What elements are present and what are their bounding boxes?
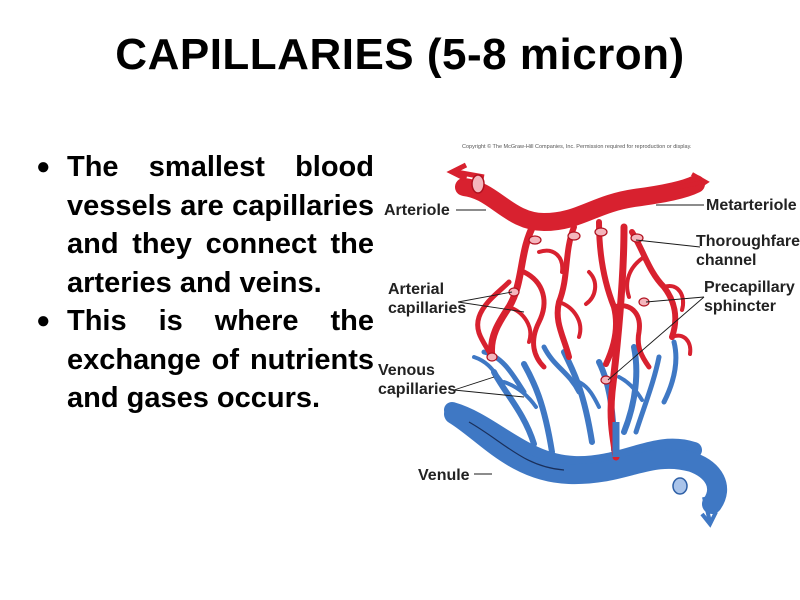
bullet-text: The smallest blood vessels are capillari…: [67, 151, 374, 299]
venule-vessel: [444, 404, 728, 514]
label-metarteriole: Metarteriole: [706, 197, 797, 214]
arteriole-vessel: [455, 175, 705, 232]
label-venous: Venous: [378, 362, 435, 379]
arterial-network: [475, 219, 693, 370]
label-venule: Venule: [418, 467, 470, 484]
arteriole-arrowhead-icon: [446, 162, 468, 182]
slide-title: CAPILLARIES (5-8 micron): [115, 30, 685, 79]
label-channel: channel: [696, 252, 756, 269]
venule-arrow-icon: [702, 496, 712, 523]
venule-flow-arrow-icon: [468, 421, 565, 471]
bullet-item: ● This is where the exchange of nutrient…: [36, 302, 374, 418]
diagram-labels: Arteriole Metarteriole Thoroughfare chan…: [378, 197, 800, 484]
bullet-item: ● The smallest blood vessels are capilla…: [36, 148, 374, 302]
venous-network: [444, 339, 702, 473]
bullet-text: This is where the exchange of nutrients …: [67, 305, 374, 414]
label-sphincter: sphincter: [704, 298, 776, 315]
bullet-icon: ●: [36, 153, 51, 180]
leader-lines: [453, 204, 705, 475]
label-arterial: Arterial: [388, 281, 444, 298]
label-thoroughfare: Thoroughfare: [696, 233, 800, 250]
venule-arrowhead-icon: [700, 511, 718, 528]
venule-lumen-icon: [672, 477, 688, 495]
precapillary-sphincters: [486, 227, 650, 385]
label-arterial-capillaries: capillaries: [388, 300, 466, 317]
capillary-bed-diagram: Copyright © The McGraw-Hill Companies, I…: [378, 143, 800, 528]
copyright-text: Copyright © The McGraw-Hill Companies, I…: [462, 143, 692, 150]
metarteriole-arrow-icon: [673, 180, 705, 190]
label-arteriole: Arteriole: [384, 202, 450, 219]
label-precapillary: Precapillary: [704, 279, 795, 296]
bullet-list: ● The smallest blood vessels are capilla…: [36, 148, 374, 418]
arteriole-lumen-icon: [471, 174, 485, 194]
label-venous-capillaries: capillaries: [378, 381, 456, 398]
bullet-icon: ●: [36, 307, 51, 334]
metarteriole-arrowhead-icon: [691, 172, 710, 192]
